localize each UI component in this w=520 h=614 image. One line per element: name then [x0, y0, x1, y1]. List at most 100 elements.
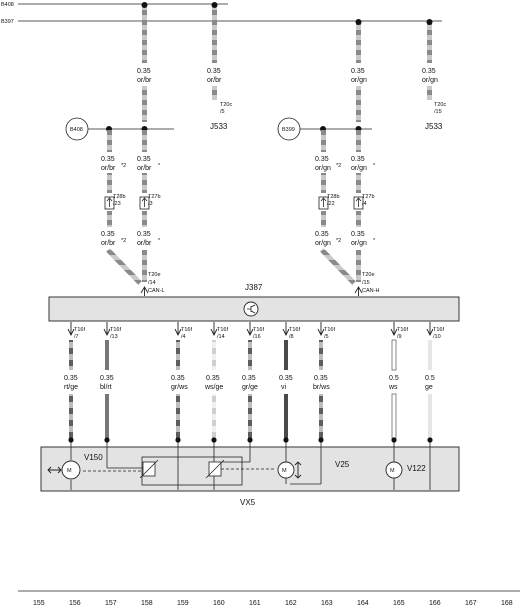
can-pins: T20e /14 CAN-L T20e /15 CAN-H	[140, 272, 379, 296]
wire-color: or/br	[137, 240, 152, 247]
wire-gauge: 0.35	[315, 231, 329, 238]
wire-gauge: 0.5	[425, 375, 435, 382]
wire-gauge: 0.35	[171, 375, 185, 382]
wire-color: br/ws	[313, 384, 330, 391]
pin-label: /13	[110, 334, 118, 340]
output-pins: T16f /7 T16f /13 T16f /4 T16f /14 T16f /…	[64, 322, 444, 439]
motor-icon	[61, 460, 81, 480]
conn-label: T16f	[181, 327, 192, 333]
grid-number: 167	[465, 600, 477, 607]
wire-seg	[356, 211, 361, 227]
wire-color: or/br	[137, 77, 152, 84]
wire-color: or/gn	[351, 165, 367, 172]
motor-symbol: M	[390, 468, 395, 474]
wire-gauge: 0.35	[279, 375, 293, 382]
module-label: J533	[210, 122, 228, 131]
wire-note: *2	[121, 238, 126, 244]
signal-label: CAN-H	[362, 288, 379, 294]
splice-label: B408	[70, 127, 83, 133]
conn-label: T20c	[220, 102, 232, 108]
junction-dot	[426, 19, 433, 25]
conn-label: T16f	[324, 327, 335, 333]
wire-gauge: 0.35	[64, 375, 78, 382]
conn-label: T27b	[362, 194, 375, 200]
wire-top-1	[142, 5, 147, 63]
wire-color: ge	[425, 384, 433, 391]
wire-color: or/gn	[422, 77, 438, 84]
conn-label: T16f	[253, 327, 264, 333]
wire-color: bl/rt	[100, 384, 112, 391]
wire-color: or/br	[101, 165, 116, 172]
wire-gauge: 0.35	[207, 68, 221, 75]
wire-seg	[212, 86, 217, 100]
motor-icon	[277, 461, 295, 479]
pin-label: /5	[220, 109, 225, 115]
conn-label: T20c	[434, 102, 446, 108]
wire-gauge: 0.35	[206, 375, 220, 382]
pin-label: /16	[253, 334, 261, 340]
conn-label: T20e	[362, 272, 375, 278]
grid-number: 158	[141, 600, 153, 607]
wire-gauge: 0.5	[389, 375, 399, 382]
wire-gauge: 0.35	[351, 231, 365, 238]
wire-gauge: 0.35	[314, 375, 328, 382]
motor-icon	[385, 461, 403, 479]
pin-label: /3	[148, 201, 153, 207]
wire-gauge: 0.35	[315, 156, 329, 163]
grid-number: 164	[357, 600, 369, 607]
wire-seg	[321, 211, 326, 227]
wire-seg	[356, 86, 361, 122]
wire-color: gr/ws	[171, 384, 188, 391]
conn-label: T20e	[148, 272, 161, 278]
pin-label: /9	[397, 334, 402, 340]
wire-color: or/gn	[351, 77, 367, 84]
module-j387: J387	[48, 283, 460, 322]
wire-color: vi	[281, 384, 287, 391]
grid-number: 166	[429, 600, 441, 607]
wire-color: ws	[388, 384, 398, 391]
wire-gauge: 0.35	[351, 68, 365, 75]
pin-label: /15	[434, 109, 442, 115]
wire-top-4	[427, 22, 432, 63]
grid-number: 161	[249, 600, 261, 607]
pin-label: /14	[217, 334, 225, 340]
top-wires: 0.35 or/br 0.35 or/br 0.35 or/gn 0.35 or…	[137, 2, 438, 122]
splice-b399: B399	[277, 117, 372, 152]
junction-dot	[141, 2, 148, 8]
wire-seg	[142, 211, 147, 227]
wire-note: *2	[121, 163, 126, 169]
junction-dot	[211, 2, 218, 8]
wire-seg	[427, 86, 432, 100]
sensor-housing	[141, 456, 243, 486]
wire-color: or/br	[137, 165, 152, 172]
wire-seg	[356, 250, 361, 282]
lower-wire-labels: 0.35 or/br *2 0.35 or/br * 0.35 or/gn *2…	[101, 231, 376, 285]
component-vx5: M M M V150 V25 V122 VX5	[40, 437, 460, 507]
wire-seg	[107, 211, 112, 227]
pin-label: /15	[362, 280, 370, 286]
conn-label: T28b	[327, 194, 340, 200]
bus-b408-label: B408	[1, 2, 14, 8]
wire-seg	[356, 130, 361, 152]
wire-seg	[142, 173, 147, 193]
double-arrow-icon	[47, 466, 62, 474]
wire-note: *	[158, 238, 161, 244]
wire-seg	[107, 130, 112, 152]
wire-note: *2	[336, 163, 341, 169]
splice-label: B399	[282, 127, 295, 133]
wire-gauge: 0.35	[101, 231, 115, 238]
wire-gauge: 0.35	[422, 68, 436, 75]
grid-number: 157	[105, 600, 117, 607]
wire-top-3	[356, 22, 361, 63]
j533-left: T20c /5 J533	[210, 102, 232, 131]
pin-label: /23	[113, 201, 121, 207]
conn-label: T16f	[289, 327, 300, 333]
bus-b397-label: B397	[1, 19, 14, 25]
wire-color: or/br	[207, 77, 222, 84]
wire-note: *	[373, 238, 376, 244]
component-label: V122	[407, 464, 426, 473]
wire-top-2	[212, 5, 217, 63]
pin-label: /14	[148, 280, 156, 286]
pin-label: /4	[362, 201, 367, 207]
